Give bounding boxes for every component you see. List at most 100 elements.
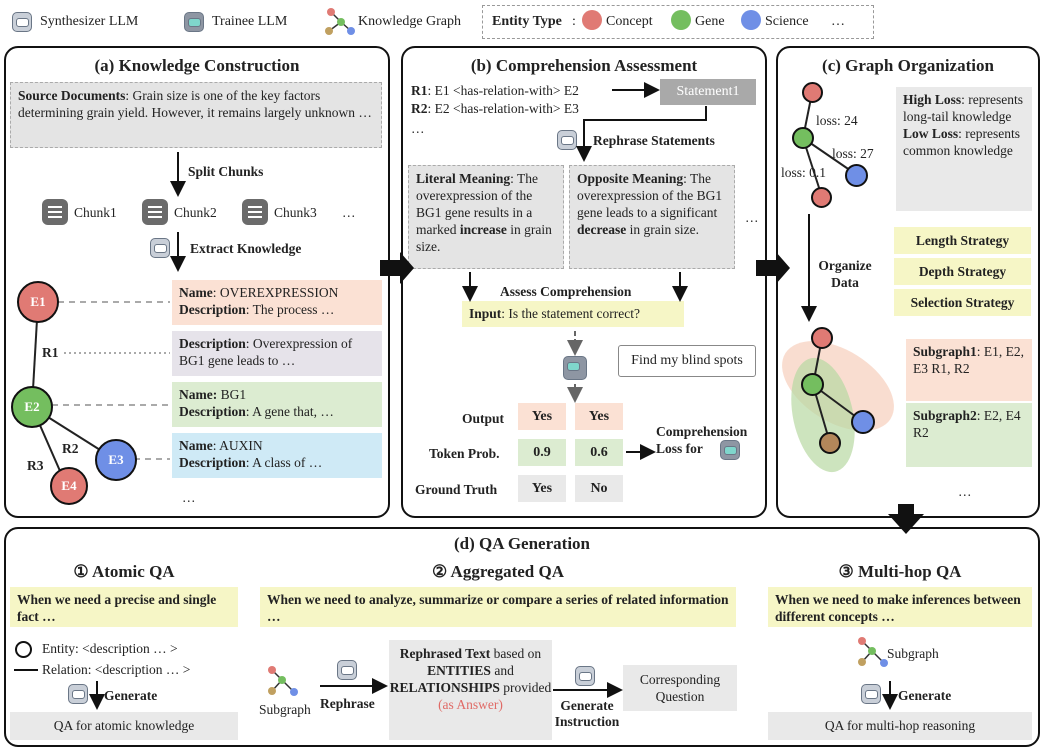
multihop-when-box: When we need to make inferences between … — [768, 587, 1032, 627]
extract-knowledge-label: Extract Knowledge — [190, 241, 302, 256]
subgraph1-box: Subgraph1: E1, E2, E3 R1, R2 — [906, 339, 1032, 401]
subgraph-icon-multihop — [858, 637, 888, 667]
science-label: Science — [765, 14, 809, 29]
chunk3-label: Chunk3 — [274, 205, 317, 220]
source-documents: Source Documents: Grain size is one of t… — [10, 82, 382, 148]
multihop-qa-heading: ③ Multi-hop QA — [838, 562, 962, 581]
legend-kg-label: Knowledge Graph — [358, 14, 462, 29]
trainee-llm-icon — [184, 12, 204, 32]
legend-synth-label: Synthesizer LLM — [40, 14, 139, 29]
panel-b-title: (b) Comprehension Assessment — [470, 56, 698, 75]
aggregated-qa-heading: ② Aggregated QA — [431, 562, 565, 581]
subgraph-node-gene — [801, 373, 824, 396]
graph-node-concept-2 — [811, 187, 832, 208]
graph-node-concept-1 — [802, 82, 823, 103]
chunk-more: … — [342, 205, 356, 220]
depth-strategy-tag: Depth Strategy — [894, 258, 1031, 285]
atomic-output-box: QA for atomic knowledge — [10, 712, 238, 740]
atomic-qa-heading: ① Atomic QA — [73, 562, 175, 581]
input-question-box: Input: Is the statement correct? — [462, 301, 684, 327]
subgraph-node-concept — [811, 327, 833, 349]
legend-trainee-label: Trainee LLM — [212, 14, 288, 29]
chunk3-icon — [242, 199, 268, 225]
ground-truth-1: Yes — [518, 475, 566, 502]
loss-explanation-box: High Loss: represents long-tail knowledg… — [896, 87, 1032, 211]
relation-card-r1: Description: Overexpression of BG1 gene … — [172, 331, 382, 376]
token-prob-1: 0.9 — [518, 439, 566, 466]
trainee-llm-icon — [720, 440, 740, 460]
token-prob-label: Token Prob. — [429, 446, 500, 461]
synthesizer-llm-icon — [861, 684, 881, 704]
statement1-box: Statement1 — [660, 79, 756, 105]
chunk1-icon — [42, 199, 68, 225]
node-e2: E2 — [11, 386, 53, 428]
entity-type-label: Entity Type — [492, 14, 562, 29]
relation-r2: R2: E2 <has-relation-with> E3 — [411, 101, 579, 116]
entity-type-legend — [482, 5, 874, 39]
ground-truth-2: No — [575, 475, 623, 502]
atomic-generate-label: Generate — [104, 688, 158, 703]
synthesizer-llm-icon — [575, 666, 595, 686]
graph-node-gene — [792, 127, 814, 149]
loss-27-label: loss: 27 — [832, 146, 874, 161]
science-swatch — [741, 10, 761, 30]
generate-instruction-label: Generate Instruction — [554, 698, 620, 729]
selection-strategy-tag: Selection Strategy — [894, 289, 1031, 316]
edge-label-r1: R1 — [42, 345, 59, 360]
meanings-more: … — [745, 210, 759, 225]
token-prob-2: 0.6 — [575, 439, 623, 466]
edge-label-r2: R2 — [62, 441, 79, 456]
entity-circle-icon — [15, 641, 32, 658]
organize-data-label: Organize Data — [818, 258, 872, 290]
output-yes-2: Yes — [575, 403, 623, 430]
synthesizer-llm-icon — [337, 660, 357, 680]
node-e3: E3 — [95, 439, 137, 481]
gene-swatch — [671, 10, 691, 30]
comprehension-loss-label: Comprehension Loss for — [656, 424, 748, 456]
relation-template: Relation: <description … > — [42, 662, 191, 677]
edge-label-r3: R3 — [27, 458, 44, 473]
gene-label: Gene — [695, 14, 725, 29]
synthesizer-llm-icon — [557, 130, 577, 150]
subgraph2-box: Subgraph2: E2, E4 R2 — [906, 403, 1032, 467]
atomic-when-box: When we need a precise and single fact … — [10, 587, 238, 627]
subgraphs-more: … — [958, 484, 972, 499]
output-yes-1: Yes — [518, 403, 566, 430]
relation-r1: R1: E1 <has-relation-with> E2 — [411, 83, 579, 98]
ground-truth-label: Ground Truth — [415, 482, 498, 497]
panel-a-title: (a) Knowledge Construction — [94, 56, 300, 75]
literal-meaning-box: Literal Meaning: The overexpression of t… — [408, 165, 564, 269]
node-e4: E4 — [50, 467, 88, 505]
subgraph-icon-aggregated — [268, 666, 298, 696]
subgraph-node-science — [851, 410, 875, 434]
length-strategy-tag: Length Strategy — [894, 227, 1031, 254]
entity-template: Entity: <description … > — [42, 641, 178, 656]
multihop-generate-label: Generate — [898, 688, 952, 703]
blind-spots-bubble: Find my blind spots — [618, 345, 756, 377]
multihop-output-box: QA for multi-hop reasoning — [768, 712, 1032, 740]
assess-comprehension-label: Assess Comprehension — [500, 284, 632, 299]
synthesizer-llm-icon — [12, 12, 32, 32]
graph-node-science — [845, 164, 868, 187]
chunk1-label: Chunk1 — [74, 205, 117, 220]
entity-card-auxin: Name: AUXIN Description: A class of … — [172, 433, 382, 478]
corresponding-question-box: Corresponding Question — [623, 665, 737, 711]
aggregated-when-box: When we need to analyze, summarize or co… — [260, 587, 736, 627]
subgraph-node-other — [819, 432, 841, 454]
cards-more: … — [182, 490, 196, 505]
opposite-meaning-box: Opposite Meaning: The overexpression of … — [569, 165, 735, 269]
relations-more: … — [411, 121, 425, 136]
loss-24-label: loss: 24 — [816, 113, 858, 128]
synthesizer-llm-icon — [68, 684, 88, 704]
split-chunks-label: Split Chunks — [188, 164, 264, 179]
synthesizer-llm-icon — [150, 238, 170, 258]
entity-card-bg1: Name: BG1 Description: A gene that, … — [172, 382, 382, 427]
rephrased-text-box: Rephrased Text based on ENTITIES and REL… — [389, 640, 552, 740]
chunk2-icon — [142, 199, 168, 225]
multihop-subgraph-label: Subgraph — [887, 646, 939, 661]
trainee-llm-icon — [563, 356, 587, 380]
legend-more: … — [831, 14, 845, 29]
rephrase-statements-label: Rephrase Statements — [593, 133, 715, 148]
